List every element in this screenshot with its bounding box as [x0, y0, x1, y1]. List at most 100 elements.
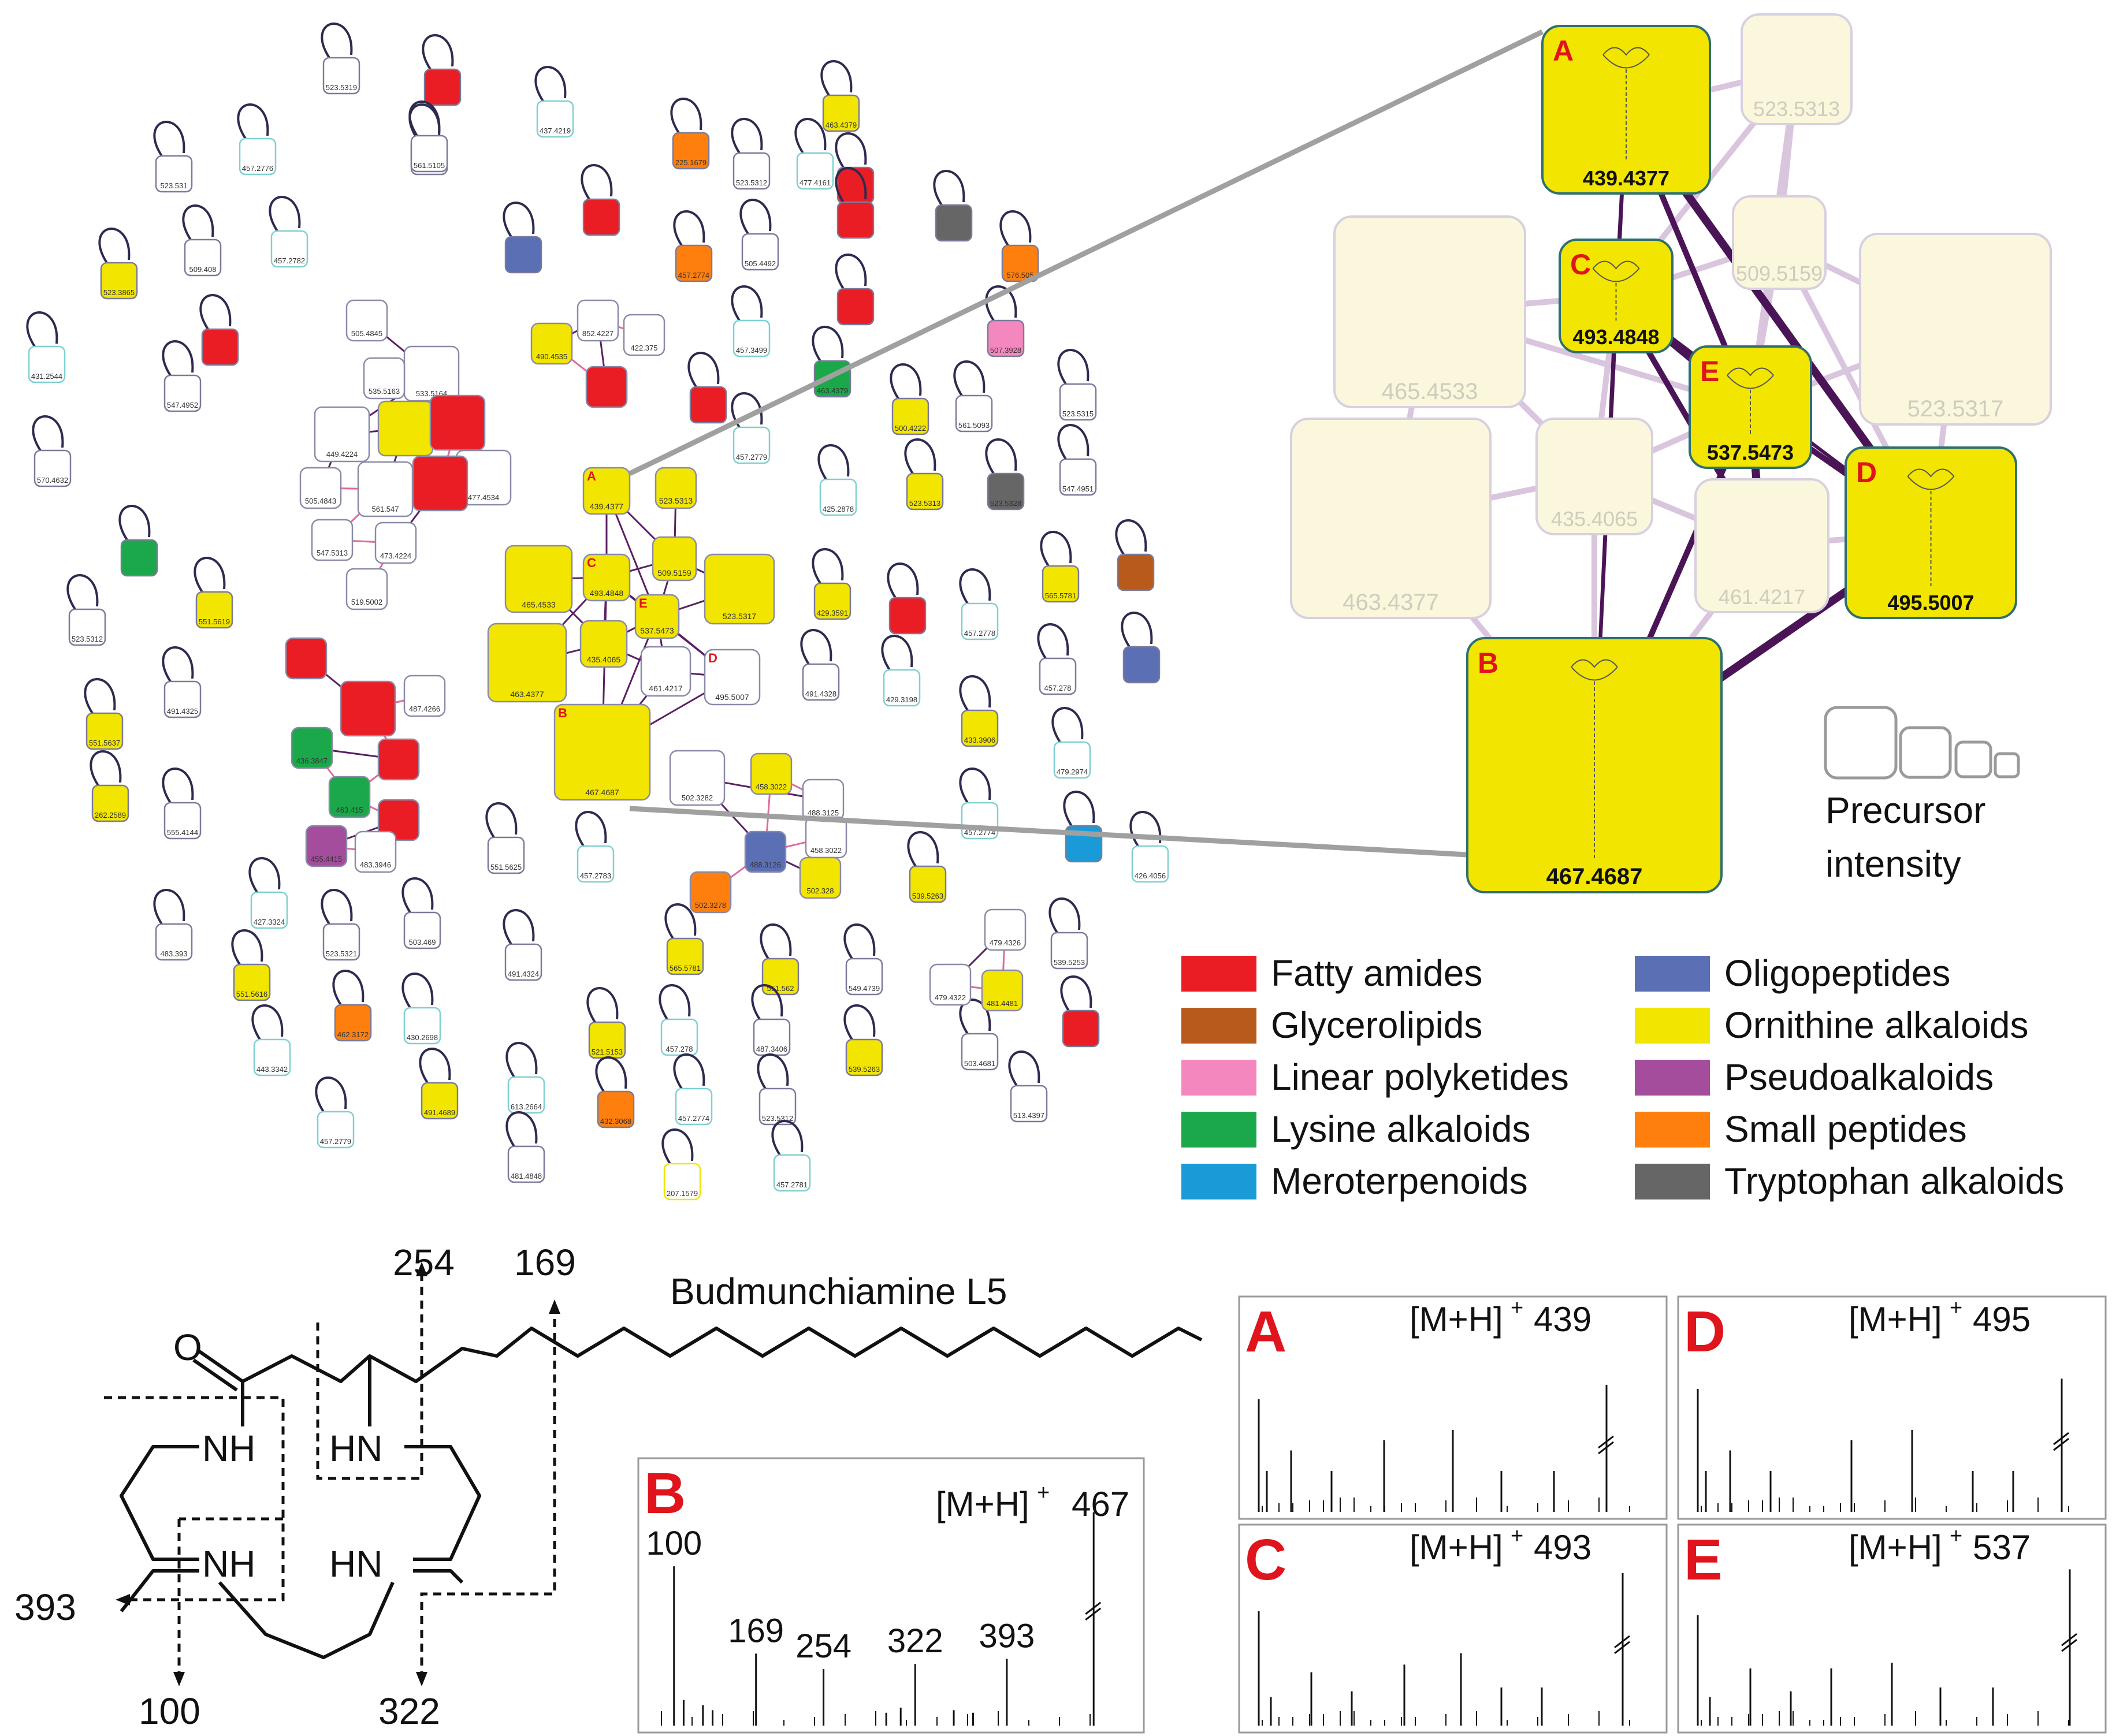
node-box: [1042, 565, 1080, 603]
node-box: [91, 784, 129, 822]
fragment-169: 169: [514, 1242, 576, 1283]
node-label: 465.4533: [522, 600, 556, 609]
node-box: [195, 591, 233, 629]
node-label: 523.5313: [909, 499, 940, 508]
main-cluster-node: 465.4533: [504, 545, 573, 613]
legend-item: Pseudoalkaloids: [1635, 1056, 1994, 1098]
zoom-node-label: 439.4377: [1583, 166, 1669, 190]
node-box: [504, 545, 573, 613]
self-loop: [933, 170, 965, 206]
singleton-node: 463.4379: [812, 326, 851, 398]
singleton-node: [118, 505, 158, 577]
cluster-node: 455.4415: [305, 825, 348, 867]
singleton-node: 427.3324: [248, 857, 288, 929]
zoom-node-box: [1859, 233, 2052, 426]
node-box: [669, 750, 726, 806]
self-loop: [419, 1048, 451, 1084]
zoom-node: 523.5317: [1859, 233, 2052, 426]
fragmentation-lines: [104, 1271, 556, 1675]
main-cluster-node: 523.5313: [655, 467, 697, 509]
self-loop: [321, 889, 353, 925]
self-loop: [595, 1056, 627, 1093]
singleton-node: 425.2878: [817, 444, 857, 516]
cluster-node: 547.5313: [311, 519, 354, 561]
zoom-nodes: A439.4377523.5313C493.4848509.5159465.45…: [1290, 13, 2052, 893]
self-loop: [817, 444, 850, 480]
budmunchiamine-structure: Budmunchiamine L5 O NH HN NH HN: [14, 1242, 1203, 1732]
node-label: 431.2544: [31, 372, 62, 381]
node-box: [28, 345, 66, 383]
node-box: [577, 299, 619, 342]
node-label: 457.2783: [580, 871, 611, 880]
main-cluster-node: 461.4217: [640, 646, 691, 697]
node-label: 565.5781: [670, 964, 701, 973]
singleton-node: 547.4952: [162, 340, 202, 412]
singleton-nodes: 523.5319437.4219463.4379457.2776457.2781…: [26, 23, 1169, 1201]
zoom-node-letter: A: [1553, 35, 1574, 67]
node-label: 457.278: [666, 1045, 693, 1053]
self-loop: [835, 254, 867, 290]
self-loop: [812, 548, 844, 584]
singleton-node: 431.2544: [26, 311, 66, 383]
node-letter: C: [587, 556, 596, 570]
frag-393: [104, 1396, 285, 1601]
cluster-node: 422.375: [623, 314, 665, 356]
singleton-node: [933, 170, 973, 242]
zoom-node-letter: C: [1570, 248, 1591, 281]
node-label: 561.547: [372, 505, 399, 513]
spectrum-panel: E[M+H]+537: [1677, 1523, 2107, 1734]
singleton-node: 433.3906: [959, 675, 999, 747]
singleton-node: 565.5781: [1040, 531, 1080, 603]
singleton-node: 457.2781: [771, 1120, 811, 1192]
node-box: [1131, 845, 1169, 883]
singleton-node: 463.4379: [820, 60, 860, 132]
node-box: [421, 1082, 459, 1120]
fragment-254: 254: [393, 1242, 455, 1283]
node-box: [423, 68, 462, 106]
node-label: 225.1679: [675, 158, 706, 167]
spectrum-letter: A: [1245, 1299, 1286, 1364]
legend-swatch: [1181, 1112, 1256, 1148]
self-loop: [661, 1128, 694, 1165]
singleton-node: 481.4848: [505, 1111, 545, 1183]
legend-swatch: [1635, 1008, 1710, 1044]
zoom-connector-top: [629, 29, 1544, 476]
node-box: [270, 230, 308, 268]
node-box: [429, 394, 486, 451]
node-label: 457.2779: [320, 1137, 351, 1146]
self-loop: [881, 635, 913, 671]
singleton-node: 549.4739: [843, 923, 883, 996]
node-box: [704, 649, 761, 706]
size-legend-box-4: [1994, 752, 2020, 778]
node-label: 502.3282: [682, 794, 713, 802]
self-loop: [1048, 897, 1081, 934]
singleton-node: [887, 562, 927, 635]
node-box: [582, 553, 631, 602]
node-box: [732, 319, 771, 357]
singleton-node: [1115, 519, 1155, 591]
self-loop: [999, 210, 1032, 247]
node-box: [689, 871, 732, 914]
hn-label-2: HN: [329, 1543, 382, 1585]
self-loop: [1051, 707, 1084, 743]
node-box: [155, 923, 193, 961]
spectrum-ion: [M+H]: [1849, 1528, 1942, 1567]
cluster-node: 852.4227: [577, 299, 619, 342]
zoom-node-box: [1732, 195, 1827, 290]
node-box: [184, 239, 222, 277]
legend-item: Meroterpenoids: [1181, 1160, 1528, 1202]
node-label: 500.4222: [895, 424, 926, 433]
self-loop: [820, 60, 853, 96]
node-label: 458.3022: [810, 846, 842, 855]
singleton-node: 457.278: [659, 984, 698, 1056]
singleton-node: [581, 164, 620, 236]
self-loop: [162, 340, 194, 377]
node-box: [640, 646, 691, 697]
node-label: 551.5625: [490, 863, 522, 871]
node-box: [34, 449, 72, 487]
zoom-node-label: 523.5317: [1907, 396, 2004, 422]
